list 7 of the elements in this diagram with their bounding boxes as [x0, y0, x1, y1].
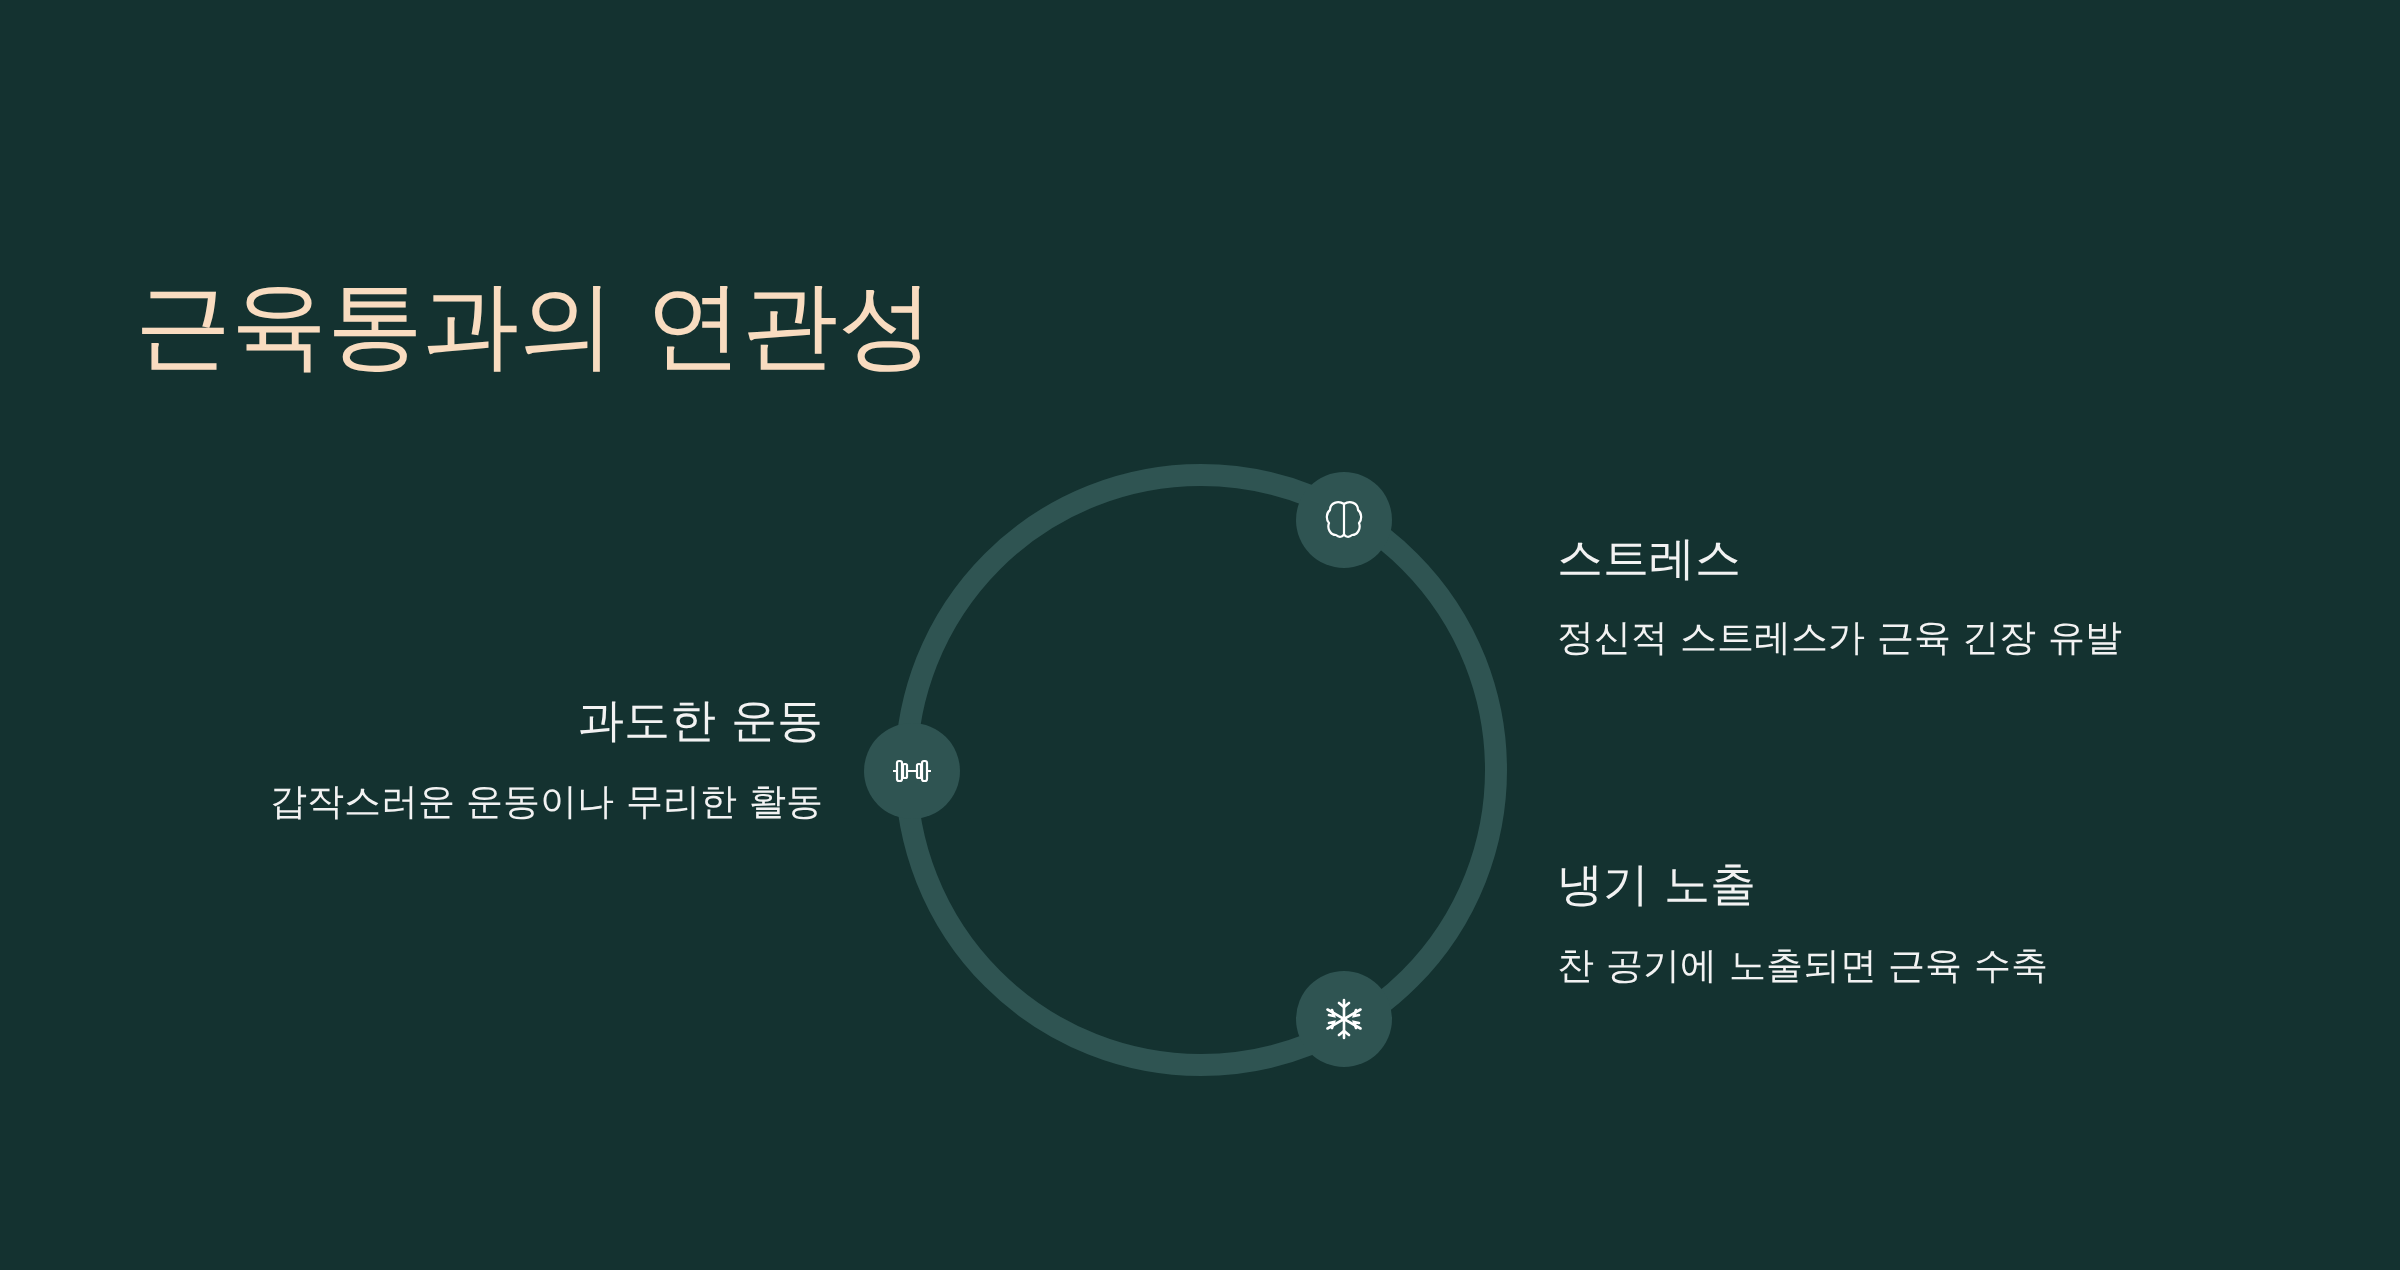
heading: 스트레스 [1557, 531, 1741, 587]
description: 정신적 스트레스가 근육 긴장 유발 [1557, 615, 2123, 661]
description: 갑작스러운 운동이나 무리한 활동 [269, 779, 823, 825]
title: 근육통과의 연관성 [135, 268, 934, 383]
heading: 과도한 운동 [578, 693, 823, 749]
heading: 냉기 노출 [1557, 857, 1756, 913]
description: 찬 공기에 노출되면 근육 수축 [1557, 943, 2049, 989]
